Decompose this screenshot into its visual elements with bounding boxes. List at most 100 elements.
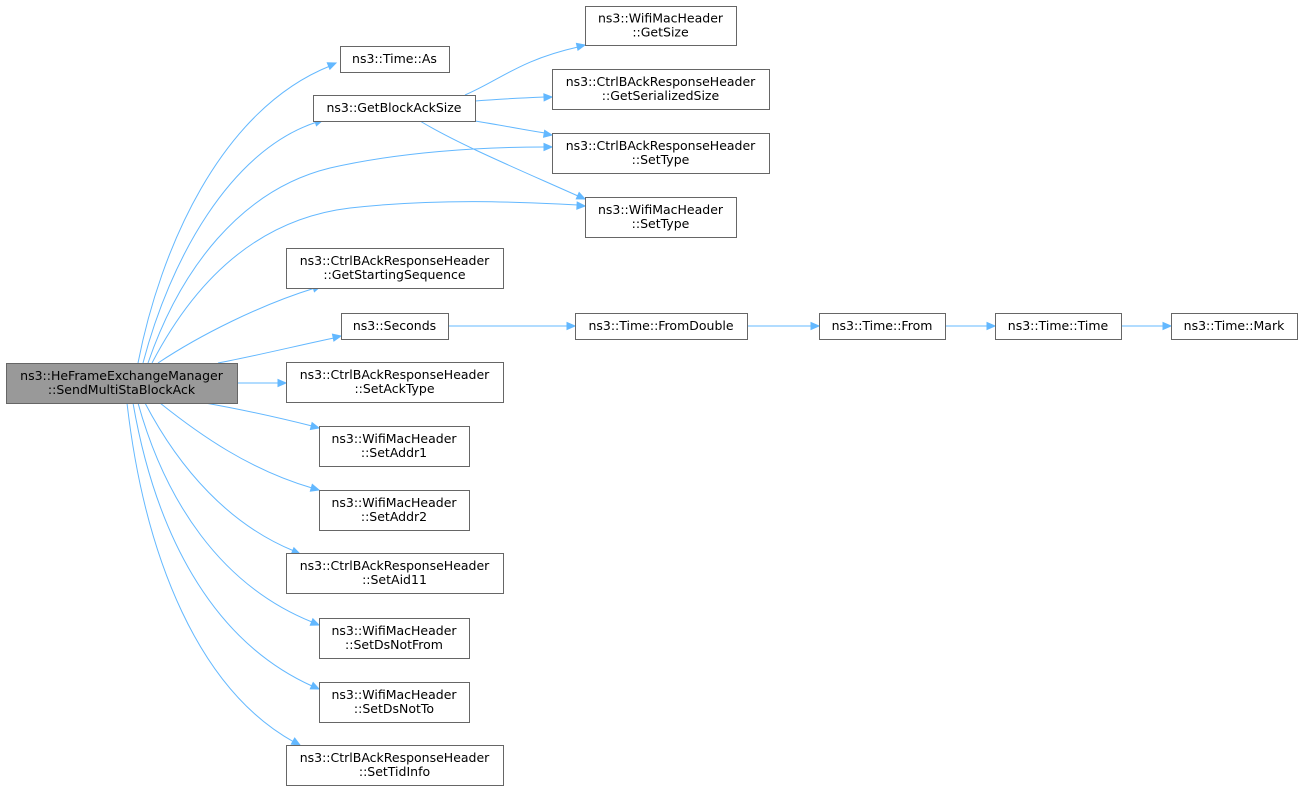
arrowhead <box>309 617 321 626</box>
arrowhead <box>543 93 554 102</box>
edge-root-to-cbar_getstartingsequence <box>157 284 323 364</box>
arrowhead <box>331 333 343 342</box>
edge-line <box>126 402 295 743</box>
node-wmh-setdsnotto[interactable]: ns3::WifiMacHeader::SetDsNotTo <box>319 682 470 723</box>
node-label-line: ::SetAid11 <box>362 572 427 587</box>
node-label-line: ns3::CtrlBAckResponseHeader <box>300 253 490 268</box>
arrowhead <box>566 321 577 331</box>
edge-line <box>137 65 331 364</box>
arrowhead <box>810 321 821 331</box>
edge-root-to-time_as <box>137 62 338 364</box>
node-label-line: ns3::CtrlBAckResponseHeader <box>566 74 756 89</box>
node-box <box>313 95 476 122</box>
arrowhead <box>290 737 302 746</box>
node-label-line: ns3::Time::FromDouble <box>588 318 733 333</box>
arrowhead <box>575 191 587 200</box>
edge-line <box>142 121 318 364</box>
node-wmh-setaddr2[interactable]: ns3::WifiMacHeader::SetAddr2 <box>319 490 470 531</box>
node-label-line: ns3::WifiMacHeader <box>331 687 457 702</box>
node-box <box>319 618 470 659</box>
arrowhead <box>576 201 587 210</box>
node-label-line: ::SetAckType <box>354 381 434 396</box>
node-label-line: ns3::GetBlockAckSize <box>327 100 462 115</box>
node-wmh-setdsnotfrom[interactable]: ns3::WifiMacHeader::SetDsNotFrom <box>319 618 470 659</box>
node-label-line: ns3::CtrlBAckResponseHeader <box>300 750 490 765</box>
edge-root-to-wmh_setaddr1 <box>204 402 321 431</box>
node-cbar-setacktype[interactable]: ns3::CtrlBAckResponseHeader::SetAckType <box>286 362 504 403</box>
edge-root-to-wmh_setdsnotfrom <box>137 402 321 626</box>
node-label-line: ns3::WifiMacHeader <box>598 202 724 217</box>
node-label-line: ns3::WifiMacHeader <box>598 11 724 26</box>
node-box <box>819 313 946 340</box>
node-label-line: ns3::CtrlBAckResponseHeader <box>300 558 490 573</box>
node-label-line: ::SetDsNotTo <box>354 701 434 716</box>
node-label-line: ::SetType <box>632 216 690 231</box>
node-time-mark[interactable]: ns3::Time::Mark <box>1171 313 1298 340</box>
edge-line <box>132 402 313 687</box>
edge-line <box>137 402 313 623</box>
node-label-line: ns3::WifiMacHeader <box>331 495 457 510</box>
node-cbar-setaid11[interactable]: ns3::CtrlBAckResponseHeader::SetAid11 <box>286 553 504 594</box>
edge-root-to-cbar_settidinfo <box>126 402 302 746</box>
node-time-as[interactable]: ns3::Time::As <box>340 46 450 73</box>
arrowhead <box>986 321 997 331</box>
nodes-layer: ns3::HeFrameExchangeManager::SendMultiSt… <box>6 6 1298 786</box>
edge-line <box>419 120 579 197</box>
node-box <box>286 362 504 403</box>
node-label-line: ns3::WifiMacHeader <box>331 623 457 638</box>
node-time-fromdouble[interactable]: ns3::Time::FromDouble <box>575 313 748 340</box>
edge-time_time-to-time_mark <box>1121 321 1173 331</box>
edges-layer <box>126 42 1173 746</box>
node-label-line: ::SetAddr1 <box>361 445 427 460</box>
node-label-line: ns3::Time::Mark <box>1184 318 1285 333</box>
edge-root-to-wmh_setdsnotto <box>132 402 321 690</box>
node-label-line: ns3::WifiMacHeader <box>331 431 457 446</box>
node-time-time[interactable]: ns3::Time::Time <box>995 313 1122 340</box>
arrowhead <box>1162 321 1173 331</box>
node-box <box>6 363 238 404</box>
edge-root-to-wmh_settype <box>151 201 587 364</box>
arrowhead <box>277 378 288 388</box>
node-box <box>585 197 737 238</box>
node-time-from[interactable]: ns3::Time::From <box>819 313 946 340</box>
edge-line <box>151 201 579 364</box>
arrowhead <box>326 62 338 71</box>
node-label-line: ns3::HeFrameExchangeManager <box>20 368 224 383</box>
edge-time_from-to-time_time <box>945 321 997 331</box>
node-wmh-getsize[interactable]: ns3::WifiMacHeader::GetSize <box>585 6 737 46</box>
edge-line <box>144 402 295 552</box>
node-label-line: ::SetTidInfo <box>359 764 430 779</box>
edge-line <box>464 46 579 96</box>
edge-root-to-cbar_setacktype <box>237 378 288 388</box>
edge-time_fromdouble-to-time_from <box>747 321 821 331</box>
node-label-line: ns3::Time::As <box>352 51 437 66</box>
node-wmh-setaddr1[interactable]: ns3::WifiMacHeader::SetAddr1 <box>319 426 470 467</box>
edge-root-to-wmh_setaddr2 <box>159 402 321 492</box>
node-box <box>340 46 450 73</box>
node-label-line: ::GetSize <box>632 25 689 40</box>
node-box <box>286 248 504 289</box>
node-label-line: ::GetStartingSequence <box>323 267 466 282</box>
arrowhead <box>309 421 321 431</box>
edge-line <box>217 337 335 364</box>
node-cbar-getstartingsequence[interactable]: ns3::CtrlBAckResponseHeader::GetStarting… <box>286 248 504 289</box>
edge-line <box>159 402 313 489</box>
node-box <box>585 6 737 46</box>
node-wmh-settype[interactable]: ns3::WifiMacHeader::SetType <box>585 197 737 238</box>
node-box <box>319 426 470 467</box>
node-cbar-settype[interactable]: ns3::CtrlBAckResponseHeader::SetType <box>552 133 770 174</box>
node-box <box>575 313 748 340</box>
node-cbar-settidinfo[interactable]: ns3::CtrlBAckResponseHeader::SetTidInfo <box>286 745 504 786</box>
node-label-line: ns3::Time::From <box>832 318 933 333</box>
edge-getblockacksize-to-wmh_settype <box>419 120 587 200</box>
node-root[interactable]: ns3::HeFrameExchangeManager::SendMultiSt… <box>6 363 238 404</box>
node-seconds[interactable]: ns3::Seconds <box>341 313 449 340</box>
node-label-line: ns3::CtrlBAckResponseHeader <box>566 138 756 153</box>
edge-line <box>474 96 546 102</box>
arrowhead <box>542 129 554 138</box>
edge-line <box>204 402 313 427</box>
node-label-line: ::GetSerializedSize <box>602 88 720 103</box>
node-box <box>1171 313 1298 340</box>
node-cbar-getserializedsize[interactable]: ns3::CtrlBAckResponseHeader::GetSerializ… <box>552 69 770 110</box>
node-getblockacksize[interactable]: ns3::GetBlockAckSize <box>313 95 476 122</box>
